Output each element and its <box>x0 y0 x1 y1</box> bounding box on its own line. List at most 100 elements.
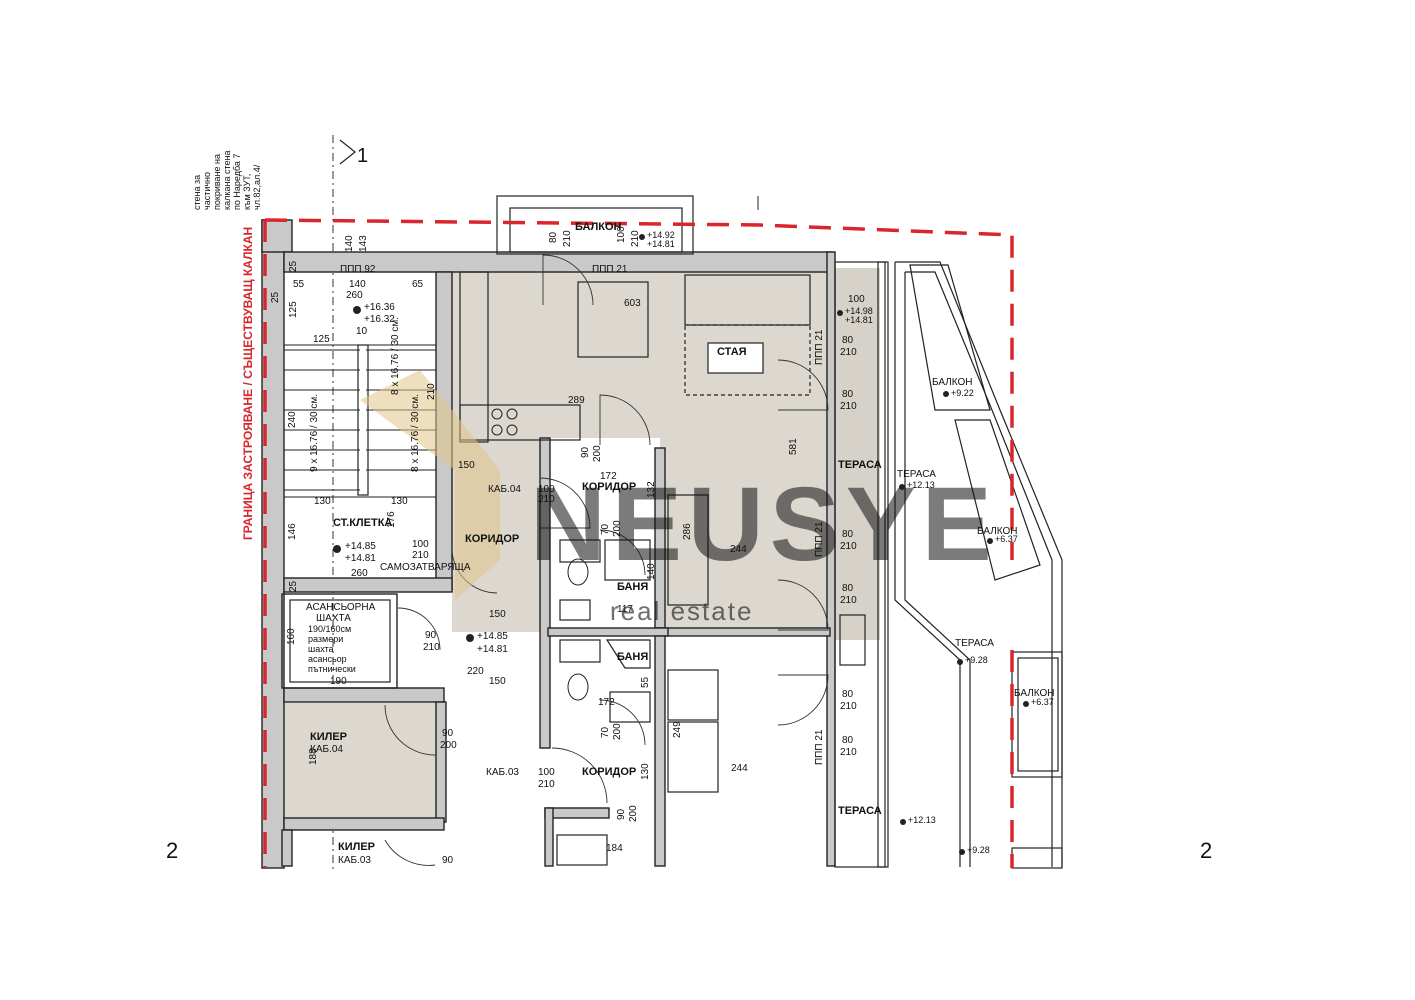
svg-text:55: 55 <box>640 676 651 688</box>
svg-text:+14.92: +14.92 <box>647 230 675 240</box>
svg-text:172: 172 <box>598 697 615 708</box>
svg-text:+14.85: +14.85 <box>477 631 508 642</box>
svg-text:чл.82,ал.4/: чл.82,ал.4/ <box>252 164 262 210</box>
svg-text:100: 100 <box>412 539 429 550</box>
svg-text:210: 210 <box>426 383 437 400</box>
svg-text:244: 244 <box>730 544 747 555</box>
dimensions: 140 143 25 55 140 65 25 260 125 125 10 2… <box>270 226 865 866</box>
stair-run-2: 8 x 16.76 / 30 см. <box>390 317 401 395</box>
svg-text:калкана стена: калкана стена <box>222 150 232 210</box>
svg-text:220: 220 <box>467 666 484 677</box>
svg-text:+9.22: +9.22 <box>951 388 974 398</box>
svg-text:+14.98: +14.98 <box>845 306 873 316</box>
svg-text:286: 286 <box>682 523 693 540</box>
storage-floor <box>283 703 440 818</box>
svg-text:+9.28: +9.28 <box>965 655 988 665</box>
svg-text:249: 249 <box>672 721 683 738</box>
ppp-21-east-1: ППП 21 <box>814 329 825 365</box>
svg-text:140: 140 <box>646 563 657 580</box>
svg-text:581: 581 <box>788 438 799 455</box>
svg-text:130: 130 <box>391 496 408 507</box>
svg-text:603: 603 <box>624 298 641 309</box>
axis-label-right: 2 <box>1200 838 1212 863</box>
room-stair: СТ.КЛЕТКА <box>333 517 392 529</box>
room-storage-1-sub: КАБ.04 <box>310 744 343 755</box>
svg-text:80: 80 <box>842 529 854 540</box>
svg-text:210: 210 <box>840 401 857 412</box>
svg-text:150: 150 <box>489 609 506 620</box>
svg-text:55: 55 <box>293 279 305 290</box>
svg-text:90: 90 <box>442 728 454 739</box>
bath-block <box>548 438 660 628</box>
svg-text:+12.13: +12.13 <box>908 815 936 825</box>
section-marker-arrow <box>339 139 356 165</box>
svg-text:210: 210 <box>840 541 857 552</box>
svg-text:260: 260 <box>346 290 363 301</box>
tag-cab03: КАБ.03 <box>486 767 519 778</box>
svg-text:70: 70 <box>600 523 611 535</box>
room-corridor-2: КОРИДОР <box>582 766 636 778</box>
svg-text:172: 172 <box>600 471 617 482</box>
svg-text:210: 210 <box>562 230 573 247</box>
svg-text:143: 143 <box>358 235 369 252</box>
svg-text:160: 160 <box>286 628 297 645</box>
svg-text:125: 125 <box>288 301 299 318</box>
stair-run-1: 9 x 16.76 / 30 см. <box>309 394 320 472</box>
svg-text:210: 210 <box>840 701 857 712</box>
svg-text:100: 100 <box>616 226 627 243</box>
svg-text:210: 210 <box>840 595 857 606</box>
svg-text:частично: частично <box>202 172 212 210</box>
svg-text:100: 100 <box>538 484 555 495</box>
svg-text:покриване на: покриване на <box>212 154 222 210</box>
room-terrace-1: ТЕРАСА <box>838 459 882 471</box>
section-marker: 1 <box>357 145 368 167</box>
svg-text:+14.81: +14.81 <box>477 644 508 655</box>
svg-text:65: 65 <box>412 279 424 290</box>
svg-text:140: 140 <box>344 235 355 252</box>
svg-text:210: 210 <box>412 550 429 561</box>
svg-text:200: 200 <box>440 740 457 751</box>
svg-text:190/160см: 190/160см <box>308 624 351 634</box>
watermark-subtext: real estate <box>610 596 753 626</box>
svg-text:+6.37: +6.37 <box>1031 697 1054 707</box>
svg-text:200: 200 <box>612 520 623 537</box>
stair-run-3: 8 x 16.76 / 30 см. <box>410 394 421 472</box>
svg-text:10: 10 <box>356 326 368 337</box>
svg-text:188: 188 <box>308 748 319 765</box>
svg-text:90: 90 <box>442 855 454 866</box>
svg-text:176: 176 <box>386 511 397 528</box>
svg-text:към ЗУТ,: към ЗУТ, <box>242 174 252 210</box>
svg-text:80: 80 <box>842 583 854 594</box>
svg-text:210: 210 <box>840 347 857 358</box>
boundary-label: ГРАНИЦА ЗАСТРОЯВАНЕ / СЪЩЕСТВУВАЩ КАЛКАН <box>241 227 255 540</box>
room-balcony-top: БАЛКОН <box>575 221 622 233</box>
svg-text:210: 210 <box>840 747 857 758</box>
svg-text:80: 80 <box>842 389 854 400</box>
svg-text:+14.81: +14.81 <box>647 239 675 249</box>
tag-cab04: КАБ.04 <box>488 484 521 495</box>
svg-text:260: 260 <box>351 568 368 579</box>
svg-text:+6.37: +6.37 <box>995 534 1018 544</box>
svg-text:244: 244 <box>731 763 748 774</box>
svg-text:ШАХТА: ШАХТА <box>316 613 351 624</box>
ppp-92: ППП 92 <box>340 264 376 275</box>
balcony-right-3 <box>1011 651 1063 778</box>
svg-text:по Наредба 7: по Наредба 7 <box>232 154 242 210</box>
balcony-right-1 <box>909 264 991 411</box>
svg-text:+16.36: +16.36 <box>364 302 395 313</box>
room-bath-1: БАНЯ <box>617 581 648 593</box>
terrace-floor <box>832 268 880 640</box>
ppp-21-east-2: ППП 21 <box>814 521 825 557</box>
svg-text:130: 130 <box>314 496 331 507</box>
room-terrace-2: ТЕРАСА <box>897 469 936 480</box>
svg-text:210: 210 <box>538 779 555 790</box>
side-note: стена за частично покриване на калкана с… <box>192 150 262 210</box>
svg-text:+14.81: +14.81 <box>345 553 376 564</box>
watermark-text: NEUSYE <box>530 466 998 583</box>
svg-text:117: 117 <box>617 604 633 615</box>
svg-text:АСАНСЬОРНА: АСАНСЬОРНА <box>306 602 376 613</box>
room-terrace-3: ТЕРАСА <box>955 638 994 649</box>
balcony-right-2 <box>954 419 1041 581</box>
room-balcony-right-2: БАЛКОН <box>977 526 1018 537</box>
